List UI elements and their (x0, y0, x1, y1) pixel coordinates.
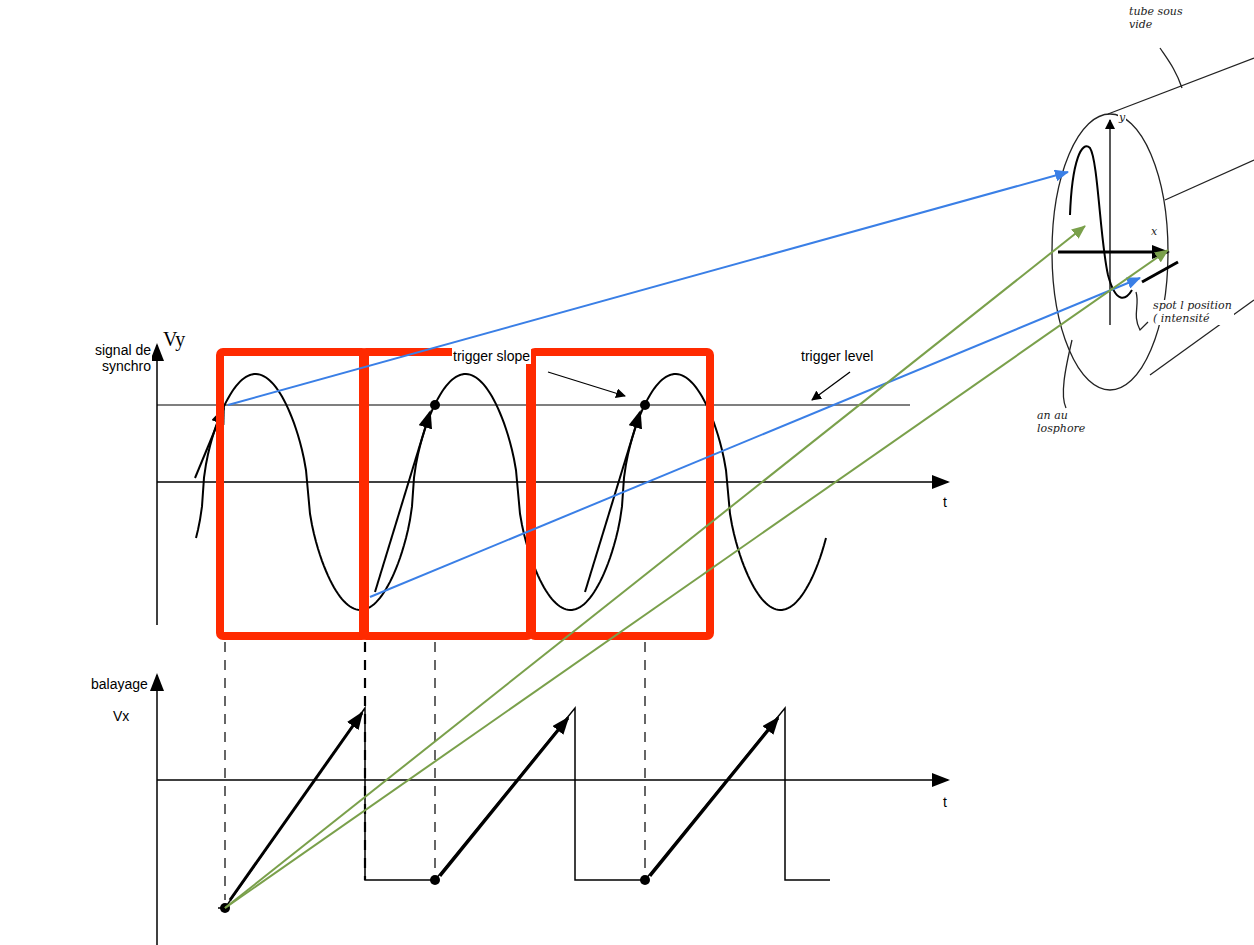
dashed-guides (225, 642, 645, 900)
axis-name: t (942, 794, 948, 810)
axis (157, 779, 948, 781)
sweep-window (220, 352, 365, 636)
axis (157, 481, 948, 483)
signal-wave (196, 374, 826, 610)
leader-line (812, 372, 850, 400)
axis-name: x (1150, 226, 1158, 239)
sawtooth (218, 708, 830, 908)
axis (156, 675, 158, 945)
leader-line (548, 372, 625, 396)
ramp-arrow (440, 718, 568, 876)
signal-name: Vy (162, 328, 186, 351)
sweep-window (363, 352, 530, 636)
mapping-arrow (225, 250, 1168, 908)
annotation: trigger slope (452, 348, 531, 364)
axis (156, 345, 158, 625)
trigger-dot (430, 400, 440, 410)
trigger-dot (430, 875, 440, 885)
screen-axis (1058, 251, 1168, 254)
ramp-arrow (650, 718, 778, 876)
axis-title: balayage (90, 676, 149, 692)
mapping-arrow (225, 226, 1085, 908)
axis-title: signal de synchro (70, 342, 152, 374)
slope-arrow (585, 412, 640, 592)
axis-name: t (942, 494, 948, 510)
slope-arrow (375, 412, 430, 592)
mapping-arrow (370, 278, 1140, 597)
trigger-dot (640, 400, 650, 410)
handwritten-note: an au losphore (1036, 410, 1090, 435)
mapping-arrow (228, 172, 1068, 405)
screen-trace (1070, 146, 1132, 297)
signal-name: Vx (112, 708, 130, 724)
handwritten-note: spot l position ( intensité (1152, 300, 1234, 325)
annotation: trigger level (800, 348, 874, 364)
screen-axis (1109, 120, 1110, 325)
trigger-dot (640, 875, 650, 885)
axis-name: y (1118, 112, 1126, 125)
ramp-arrow (230, 713, 362, 900)
handwritten-note: tube sous vide (1128, 6, 1202, 31)
